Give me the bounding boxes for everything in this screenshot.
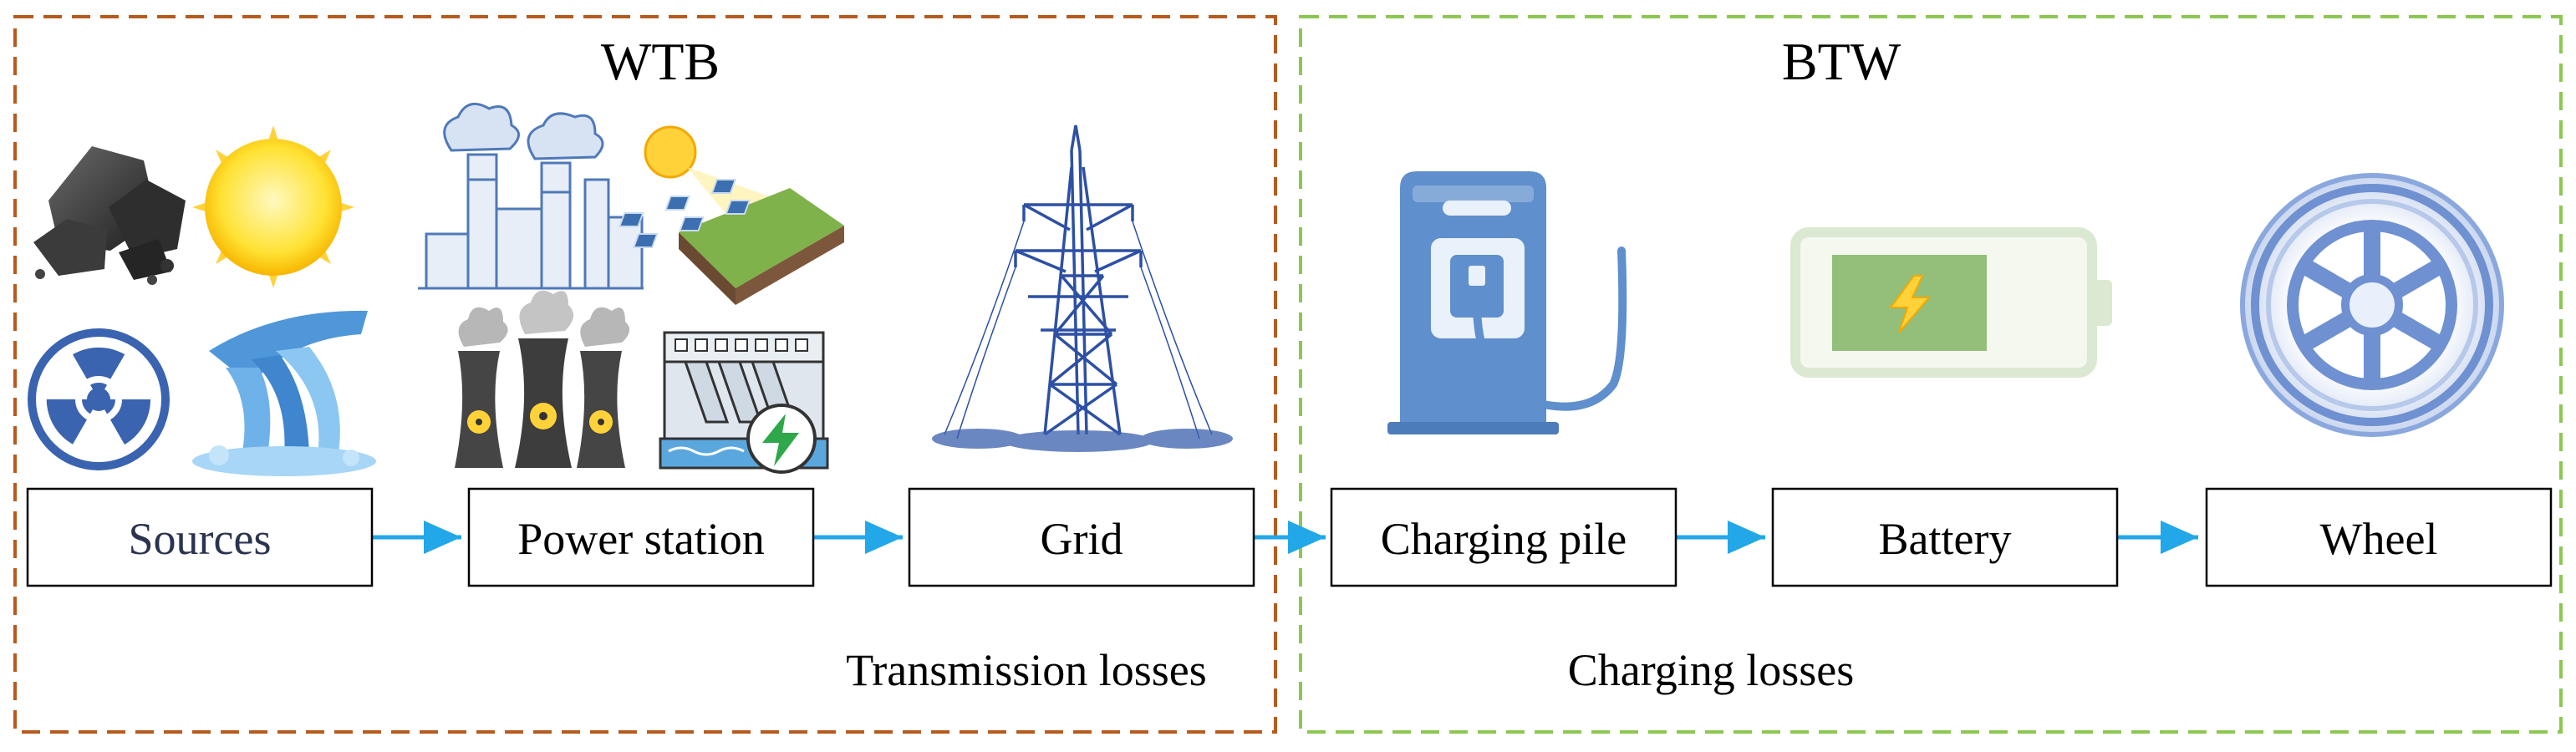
node-wheel-label: Wheel bbox=[2320, 514, 2438, 564]
node-sources-label: Sources bbox=[129, 514, 272, 564]
sun-icon bbox=[192, 125, 354, 288]
wheel-icon bbox=[2240, 173, 2504, 437]
node-power-station-label: Power station bbox=[517, 514, 764, 564]
wtb-title: WTB bbox=[601, 32, 720, 91]
node-battery-label: Battery bbox=[1879, 514, 2012, 564]
hydro-dam-icon bbox=[659, 331, 829, 474]
waterfall-icon bbox=[192, 310, 376, 476]
btw-title: BTW bbox=[1782, 32, 1901, 91]
node-charging-pile: Charging pile bbox=[1330, 487, 1677, 587]
node-grid-label: Grid bbox=[1041, 514, 1123, 564]
wtb-region-border bbox=[13, 15, 1277, 734]
nuclear-icon bbox=[28, 328, 170, 470]
node-grid: Grid bbox=[908, 487, 1255, 587]
tower-base-shrubs bbox=[932, 429, 1233, 452]
node-power-station: Power station bbox=[467, 487, 815, 587]
transmission-tower-icon bbox=[944, 124, 1213, 440]
coal-icon bbox=[33, 146, 186, 285]
battery-icon bbox=[1790, 227, 2112, 378]
ev-charger-icon bbox=[1387, 171, 1627, 434]
factory-icon bbox=[418, 102, 644, 290]
node-wheel: Wheel bbox=[2205, 487, 2553, 587]
cooling-tower-icon bbox=[455, 290, 630, 468]
btw-region-border bbox=[1299, 15, 2563, 734]
node-sources: Sources bbox=[26, 487, 374, 587]
transmission-losses-label: Transmission losses bbox=[846, 645, 1207, 695]
charging-losses-label: Charging losses bbox=[1568, 645, 1855, 695]
node-battery: Battery bbox=[1771, 487, 2119, 587]
node-charging-pile-label: Charging pile bbox=[1381, 514, 1627, 564]
solar-farm-icon bbox=[619, 125, 844, 305]
